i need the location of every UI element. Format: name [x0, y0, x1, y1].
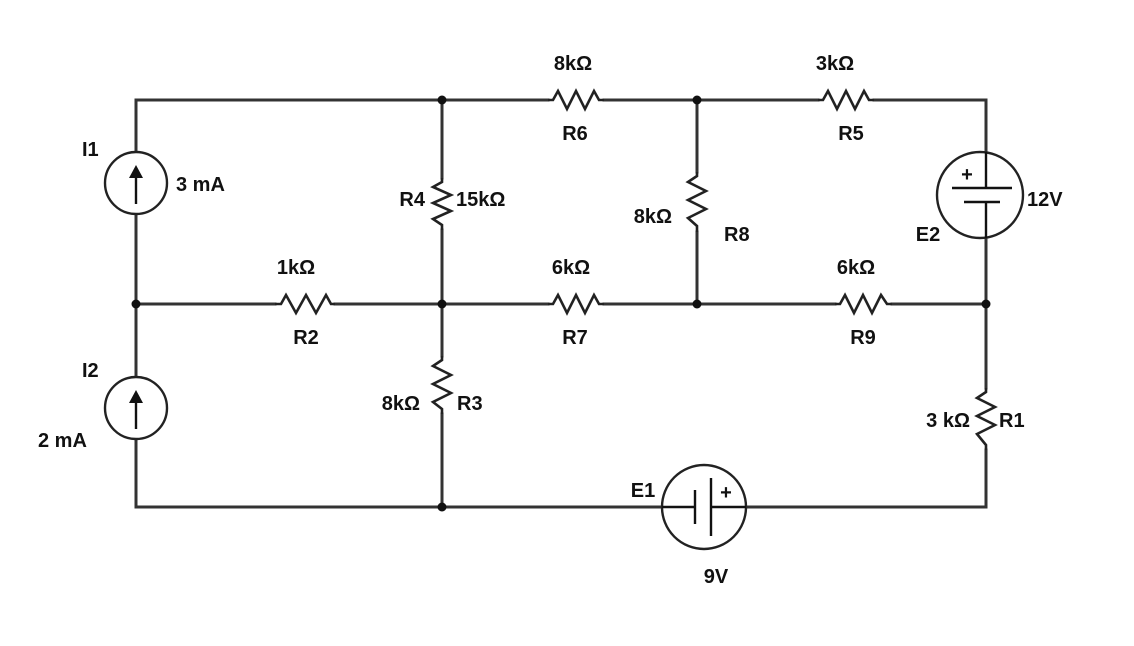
resistor-r7: [548, 292, 604, 316]
r2-name: R2: [293, 327, 319, 349]
r4-value: 15kΩ: [456, 189, 505, 211]
junction-dot: [131, 299, 141, 309]
r1-value: 3 kΩ: [926, 410, 970, 432]
arrow-up-icon: [129, 165, 143, 178]
r7-value: 6kΩ: [552, 257, 590, 279]
r4-name: R4: [399, 189, 425, 211]
r7-name: R7: [562, 327, 588, 349]
r9-value: 6kΩ: [837, 257, 875, 279]
resistor-r8: [685, 172, 709, 232]
r5-name: R5: [838, 123, 864, 145]
r1-name: R1: [999, 410, 1025, 432]
junction-dot: [437, 299, 447, 309]
arrow-up-icon: [129, 390, 143, 403]
e2-value: 12V: [1027, 189, 1063, 211]
voltage-source-e2-body: [935, 150, 1025, 240]
r6-name: R6: [562, 123, 588, 145]
junction-dot: [437, 502, 447, 512]
r3-value: 8kΩ: [382, 393, 420, 415]
i2-value: 2 mA: [38, 430, 87, 452]
wires: [134, 98, 988, 509]
resistor-r3: [430, 356, 454, 414]
junction-dot: [692, 95, 702, 105]
r3-name: R3: [457, 393, 483, 415]
resistor-r6: [548, 88, 604, 112]
resistor-r5: [818, 88, 874, 112]
resistor-r1: [974, 388, 998, 450]
resistor-r4: [429, 178, 455, 230]
labels: 8kΩ R6 3kΩ R5 1kΩ R2 6kΩ R7 6kΩ R9 R4 15…: [38, 53, 1063, 588]
junctions: [131, 95, 991, 512]
r8-name: R8: [724, 224, 750, 246]
voltage-source-e1: +: [660, 463, 748, 551]
i1-value: 3 mA: [176, 174, 225, 196]
e1-plus-sign: +: [720, 482, 732, 504]
r5-value: 3kΩ: [816, 53, 854, 75]
e2-plus-sign: +: [961, 164, 973, 186]
junction-dot: [437, 95, 447, 105]
r6-value: 8kΩ: [554, 53, 592, 75]
current-source-i1: [103, 150, 169, 216]
r8-value: 8kΩ: [634, 206, 672, 228]
r2-value: 1kΩ: [277, 257, 315, 279]
e1-name: E1: [631, 480, 655, 502]
resistor-r2: [275, 292, 335, 316]
junction-dot: [981, 299, 991, 309]
r9-name: R9: [850, 327, 876, 349]
junction-dot: [692, 299, 702, 309]
e1-value: 9V: [704, 566, 729, 588]
e2-name: E2: [916, 224, 940, 246]
voltage-source-e2: +: [935, 150, 1025, 240]
resistor-r9: [835, 292, 892, 316]
i2-name: I2: [82, 360, 99, 382]
i1-name: I1: [82, 139, 99, 161]
current-source-i2: [103, 375, 169, 441]
